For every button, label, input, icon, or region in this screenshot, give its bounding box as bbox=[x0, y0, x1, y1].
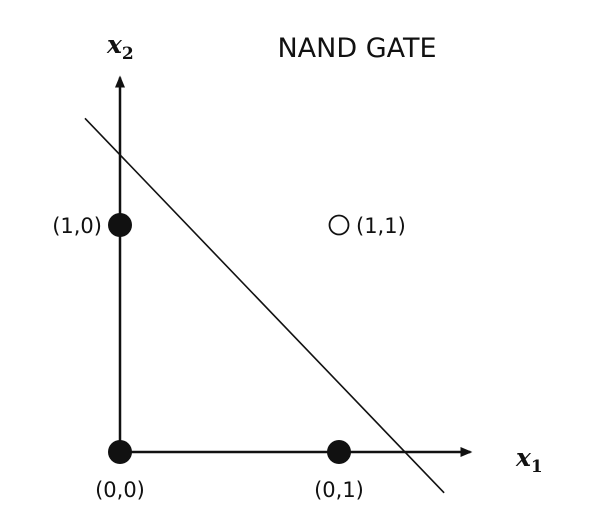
point-label-1: (0,1) bbox=[314, 478, 364, 502]
data-point-01 bbox=[327, 440, 351, 464]
decision-boundary-line bbox=[84, 117, 445, 494]
data-point-10 bbox=[108, 213, 132, 237]
data-point-11 bbox=[328, 214, 350, 236]
point-label-2: (1,0) bbox=[52, 214, 102, 238]
y-axis-label: x2 bbox=[106, 30, 134, 64]
data-points: (0,0) (0,1) (1,0) (1,1) bbox=[52, 213, 406, 502]
chart-title: NAND GATE bbox=[277, 33, 436, 64]
data-point-00 bbox=[108, 440, 132, 464]
point-label-0: (0,0) bbox=[95, 478, 145, 502]
x-axis-label: x1 bbox=[515, 443, 543, 477]
point-label-3: (1,1) bbox=[356, 214, 406, 238]
